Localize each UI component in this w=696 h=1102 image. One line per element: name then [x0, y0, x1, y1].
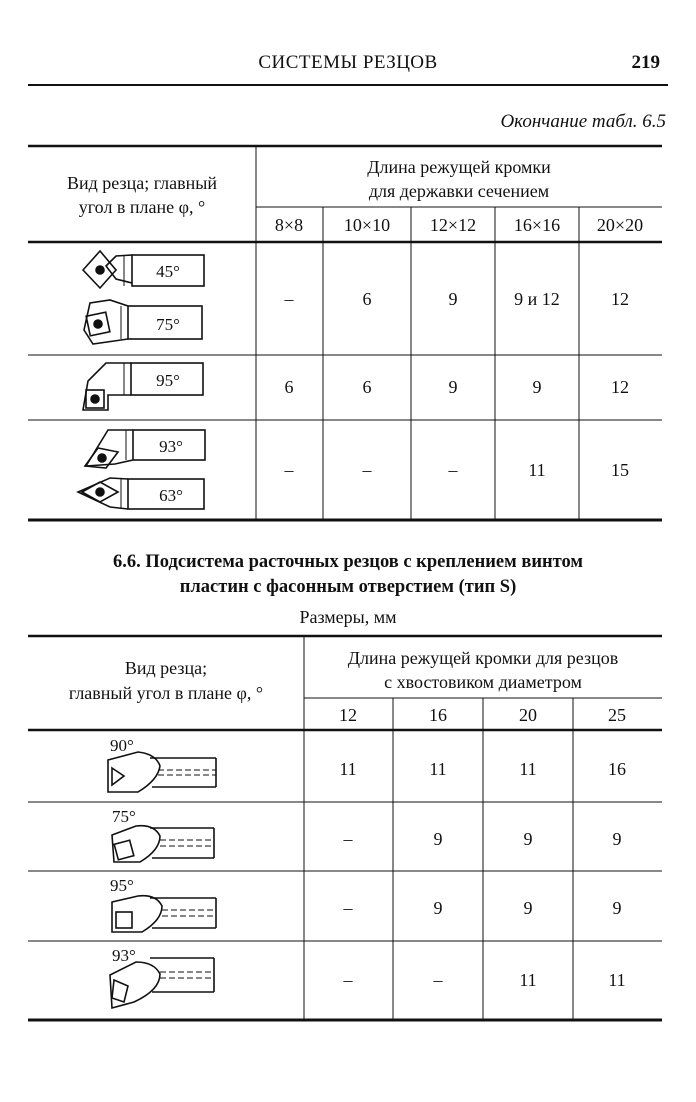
table-6-5-end: Вид резца; главный угол в плане φ, ° Дли… — [28, 144, 662, 522]
turning-tool-45-icon — [81, 249, 205, 290]
tool-angle-label: 75° — [156, 315, 180, 334]
t2-cell: – — [433, 970, 444, 990]
t2-cell: 9 — [524, 898, 533, 918]
t1-size-header: 16×16 — [514, 215, 560, 235]
boring-tool-90-icon — [107, 751, 217, 793]
page-number: 219 — [631, 52, 661, 73]
tool-angle-label: 90° — [110, 736, 134, 755]
t1-col0-header-line1: Вид резца; главный — [67, 173, 217, 193]
t2-cell: 11 — [339, 759, 356, 779]
tool-angle-label: 93° — [112, 946, 136, 965]
t1-cell: 11 — [528, 460, 545, 480]
tool-angle-label: 63° — [159, 486, 183, 505]
t2-cell: 9 — [613, 898, 622, 918]
tool-angle-label: 95° — [110, 876, 134, 895]
t1-size-header: 12×12 — [430, 215, 476, 235]
t1-cell: 9 — [449, 289, 458, 309]
t1-cell: 15 — [611, 460, 629, 480]
t2-diameter-header: 20 — [519, 705, 537, 725]
t1-col0-header-line2: угол в плане φ, ° — [79, 197, 206, 217]
t2-cell: – — [343, 898, 354, 918]
t2-cell: – — [343, 970, 354, 990]
t1-size-header: 20×20 — [597, 215, 643, 235]
t1-cell: 12 — [611, 289, 629, 309]
turning-tool-75-icon — [83, 299, 203, 345]
t1-cell: 6 — [363, 377, 372, 397]
tool-angle-label: 45° — [156, 262, 180, 281]
t1-cell: 9 и 12 — [514, 289, 560, 309]
t1-group-header-line2: для державки сечением — [369, 181, 549, 201]
boring-tool-95-icon — [111, 894, 217, 933]
t1-cell: 9 — [533, 377, 542, 397]
table-6-6-title: 6.6. Подсистема расточных резцов с крепл… — [28, 550, 668, 600]
boring-tool-93-icon — [109, 957, 215, 1010]
t2-group-header-line1: Длина режущей кромки для резцов — [348, 648, 618, 668]
t1-cell: – — [448, 460, 459, 480]
header-rule — [28, 84, 668, 86]
t1-size-header: 10×10 — [344, 215, 390, 235]
tool-angle-label: 75° — [112, 807, 136, 826]
turning-tool-95-icon — [82, 362, 204, 411]
t2-cell: 11 — [429, 759, 446, 779]
t2-cell: 9 — [613, 829, 622, 849]
t2-diameter-header: 12 — [339, 705, 357, 725]
t1-size-header: 8×8 — [275, 215, 303, 235]
t2-cell: 9 — [524, 829, 533, 849]
t2-col0-header-line1: Вид резца; — [125, 658, 207, 678]
t2-cell: 11 — [519, 759, 536, 779]
t2-diameter-header: 25 — [608, 705, 626, 725]
t2-cell: 11 — [519, 970, 536, 990]
t2-diameter-header: 16 — [429, 705, 447, 725]
t2-cell: 11 — [608, 970, 625, 990]
t2-group-header-line2: с хвостовиком диаметром — [384, 672, 582, 692]
turning-tool-63-icon — [76, 477, 205, 510]
t1-cell: – — [284, 460, 295, 480]
t1-cell: 9 — [449, 377, 458, 397]
tool-angle-label: 95° — [156, 371, 180, 390]
boring-tool-75-icon — [111, 824, 215, 863]
table-title-line: 6.6. Подсистема расточных резцов с крепл… — [113, 552, 583, 572]
t2-cell: 16 — [608, 759, 626, 779]
table-units-label: Размеры, мм — [299, 607, 397, 627]
table-6-6: Вид резца; главный угол в плане φ, ° Дли… — [28, 634, 662, 1022]
running-title: СИСТЕМЫ РЕЗЦОВ — [258, 52, 438, 73]
turning-tool-93-icon — [83, 429, 206, 469]
t1-cell: – — [362, 460, 373, 480]
t1-cell: – — [284, 289, 295, 309]
t1-group-header-line1: Длина режущей кромки — [367, 157, 551, 177]
t2-col0-header-line2: главный угол в плане φ, ° — [69, 683, 263, 703]
t2-cell: 9 — [434, 829, 443, 849]
t1-cell: 6 — [363, 289, 372, 309]
t2-cell: 9 — [434, 898, 443, 918]
table-title-line: пластин с фасонным отверстием (тип S) — [179, 577, 517, 597]
t1-cell: 12 — [611, 377, 629, 397]
t2-cell: – — [343, 829, 354, 849]
table-continuation-label: Окончание табл. 6.5 — [500, 111, 666, 132]
tool-angle-label: 93° — [159, 437, 183, 456]
t1-cell: 6 — [285, 377, 294, 397]
